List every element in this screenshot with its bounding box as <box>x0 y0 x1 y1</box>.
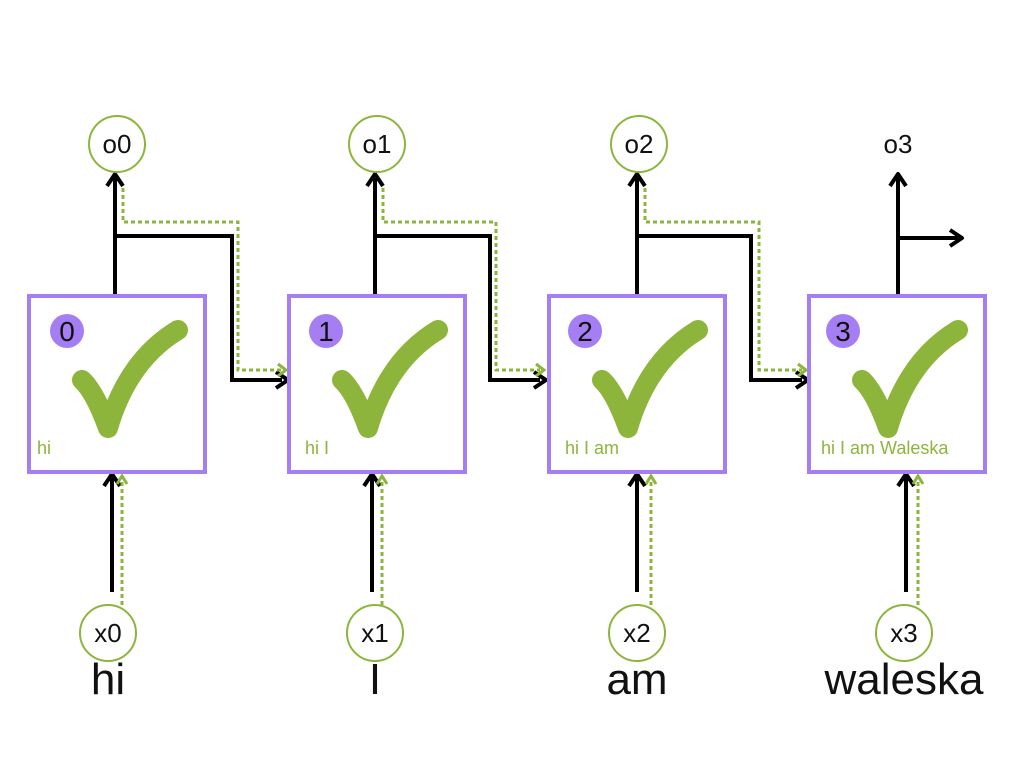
hidden-connection-1-green <box>381 188 540 372</box>
hidden-state-text: hi I <box>305 438 329 458</box>
input-node <box>79 604 137 662</box>
input-label: x2 <box>623 618 650 648</box>
cell-0: 0 hi o0 x0 hi <box>27 115 290 704</box>
input-word: hi <box>91 655 125 704</box>
check-icon <box>72 320 188 438</box>
hidden-state-text: hi I am Waleska <box>821 438 949 458</box>
check-icon <box>332 320 448 438</box>
input-gradient-arrowhead-1 <box>375 473 389 485</box>
input-label: x0 <box>94 618 121 648</box>
cell-index: 2 <box>577 316 593 347</box>
cell-1: 1 hi I o1 x1 I <box>287 115 548 704</box>
green-arrowhead-1 <box>535 362 547 378</box>
cell-3: 3 hi I am Waleska o3 x3 waleska <box>807 129 987 704</box>
hidden-connection-0-green <box>121 188 282 372</box>
cell-index: 3 <box>835 316 851 347</box>
output-arrowhead-2 <box>627 172 647 188</box>
output-label: o3 <box>884 129 913 159</box>
input-gradient-arrowhead-2 <box>644 473 658 485</box>
input-gradient-arrowhead-0 <box>115 473 129 485</box>
output-label: o2 <box>625 129 654 159</box>
output-node <box>88 115 146 173</box>
input-word: I <box>369 655 381 704</box>
check-icon <box>852 320 968 438</box>
index-badge <box>568 314 602 348</box>
index-badge <box>309 314 343 348</box>
output-label: o1 <box>363 129 392 159</box>
cell-index: 1 <box>318 316 334 347</box>
output-arrowhead-3 <box>888 172 908 188</box>
hidden-state-text: hi <box>37 438 51 458</box>
output-arrowhead-1 <box>365 172 385 188</box>
input-word: waleska <box>824 655 984 704</box>
index-badge <box>826 314 860 348</box>
output-label: o0 <box>103 129 132 159</box>
output-node <box>610 115 668 173</box>
input-gradient-arrowhead-3 <box>911 473 925 485</box>
hidden-connection-2-green <box>643 188 802 372</box>
output-node <box>348 115 406 173</box>
input-node <box>346 604 404 662</box>
cell-index: 0 <box>59 316 75 347</box>
input-node <box>608 604 666 662</box>
hidden-state-text: hi I am <box>565 438 619 458</box>
input-word: am <box>606 655 667 704</box>
cell-2: 2 hi I am o2 x2 am <box>547 115 810 704</box>
check-icon <box>592 320 708 438</box>
input-node <box>875 604 933 662</box>
input-label: x1 <box>361 618 388 648</box>
green-arrowhead-2 <box>797 362 809 378</box>
input-label: x3 <box>890 618 917 648</box>
index-badge <box>50 314 84 348</box>
green-arrowhead-0 <box>277 362 289 378</box>
hidden-out-arrowhead-3 <box>948 228 964 248</box>
output-arrowhead-0 <box>105 172 125 188</box>
